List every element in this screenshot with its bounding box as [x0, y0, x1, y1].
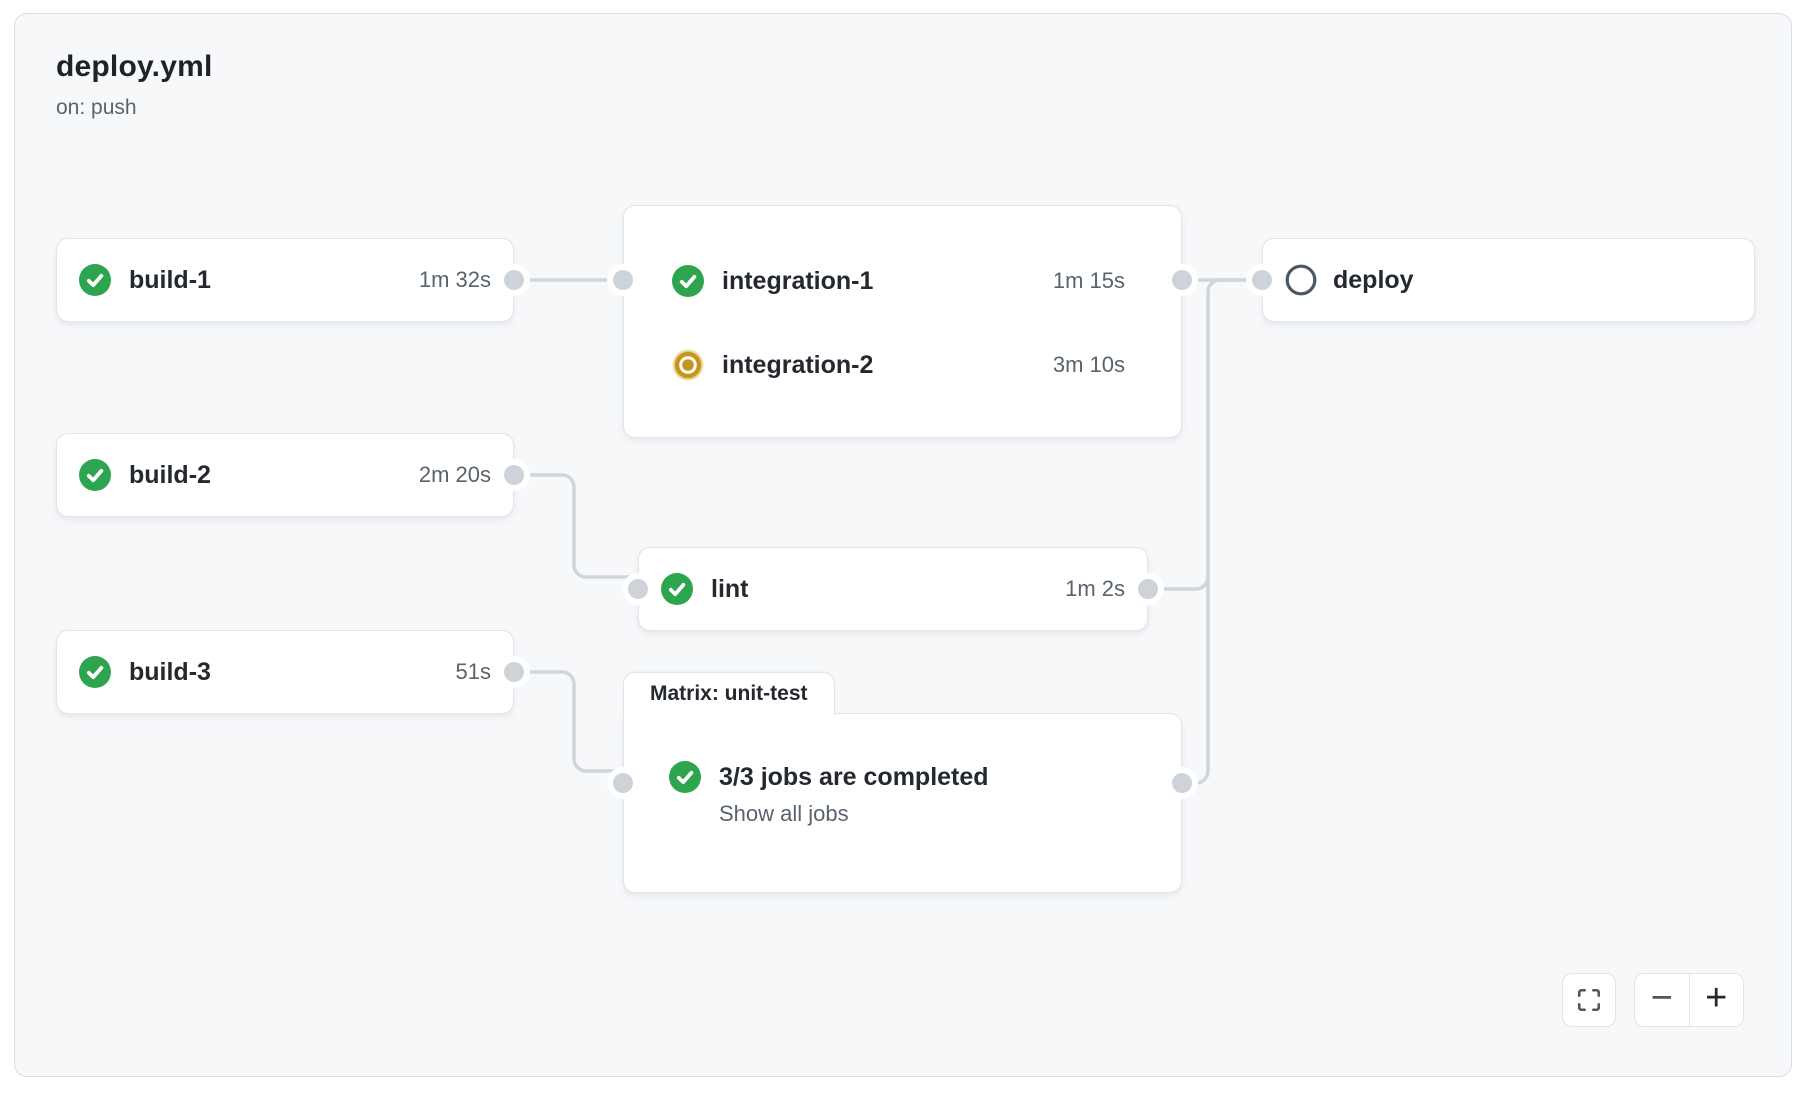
job-label: build-1: [129, 265, 211, 294]
connector-dot: [1138, 579, 1158, 599]
connector-dot: [504, 270, 524, 290]
zoom-in-button[interactable]: +: [1688, 974, 1743, 1026]
check-circle-icon: [669, 761, 701, 793]
job-node-integration-2[interactable]: integration-2 3m 10s: [624, 323, 1181, 407]
job-node-integration-1[interactable]: integration-1 1m 15s: [624, 239, 1181, 323]
connector-dot: [613, 270, 633, 290]
zoom-out-button[interactable]: −: [1635, 974, 1689, 1026]
job-label: deploy: [1333, 265, 1414, 294]
matrix-tab: Matrix: unit-test: [623, 672, 835, 715]
check-circle-icon: [79, 459, 111, 491]
job-label: integration-1: [722, 266, 874, 295]
job-node-matrix-unit-test[interactable]: 3/3 jobs are completed Show all jobs: [623, 713, 1182, 893]
job-label: integration-2: [722, 350, 874, 379]
job-node-build-2[interactable]: build-2 2m 20s: [56, 433, 514, 517]
workflow-trigger: on: push: [56, 96, 137, 119]
matrix-summary: 3/3 jobs are completed: [719, 763, 989, 791]
check-circle-icon: [79, 656, 111, 688]
check-circle-icon: [672, 265, 704, 297]
connector-dot: [1172, 773, 1192, 793]
check-circle-icon: [661, 573, 693, 605]
queued-circle-icon: [1285, 264, 1317, 296]
minus-icon: −: [1650, 977, 1673, 1019]
job-label: build-2: [129, 460, 211, 489]
workflow-title: deploy.yml: [56, 50, 213, 83]
job-label: lint: [711, 574, 749, 603]
workflow-panel: [14, 13, 1792, 1077]
matrix-tab-label: Matrix: unit-test: [650, 682, 808, 705]
plus-icon: +: [1705, 977, 1728, 1019]
connector-dot: [628, 579, 648, 599]
job-node-lint[interactable]: lint 1m 2s: [638, 547, 1148, 631]
job-label: build-3: [129, 657, 211, 686]
connector-dot: [504, 662, 524, 682]
connector-dot: [504, 465, 524, 485]
check-circle-icon: [79, 264, 111, 296]
workflow-header: deploy.yml on: push: [56, 50, 212, 120]
job-node-build-3[interactable]: build-3 51s: [56, 630, 514, 714]
connector-dot: [1252, 270, 1272, 290]
job-duration: 1m 2s: [1065, 576, 1125, 601]
show-all-jobs-link[interactable]: Show all jobs: [719, 801, 849, 826]
job-group-integration: integration-1 1m 15s integration-2 3m 10…: [623, 205, 1182, 438]
job-duration: 3m 10s: [1052, 352, 1125, 377]
job-duration: 1m 15s: [1052, 268, 1125, 293]
fullscreen-icon: [1577, 988, 1601, 1012]
in-progress-icon: [672, 349, 704, 381]
job-duration: 2m 20s: [418, 462, 491, 487]
connector-dot: [613, 773, 633, 793]
job-node-deploy[interactable]: deploy: [1262, 238, 1755, 322]
job-duration: 51s: [455, 659, 491, 684]
graph-controls: − +: [1562, 973, 1744, 1027]
connector-dot: [1172, 270, 1192, 290]
job-duration: 1m 32s: [418, 267, 491, 292]
zoom-control: − +: [1634, 973, 1744, 1027]
job-node-build-1[interactable]: build-1 1m 32s: [56, 238, 514, 322]
fullscreen-button[interactable]: [1562, 973, 1616, 1027]
